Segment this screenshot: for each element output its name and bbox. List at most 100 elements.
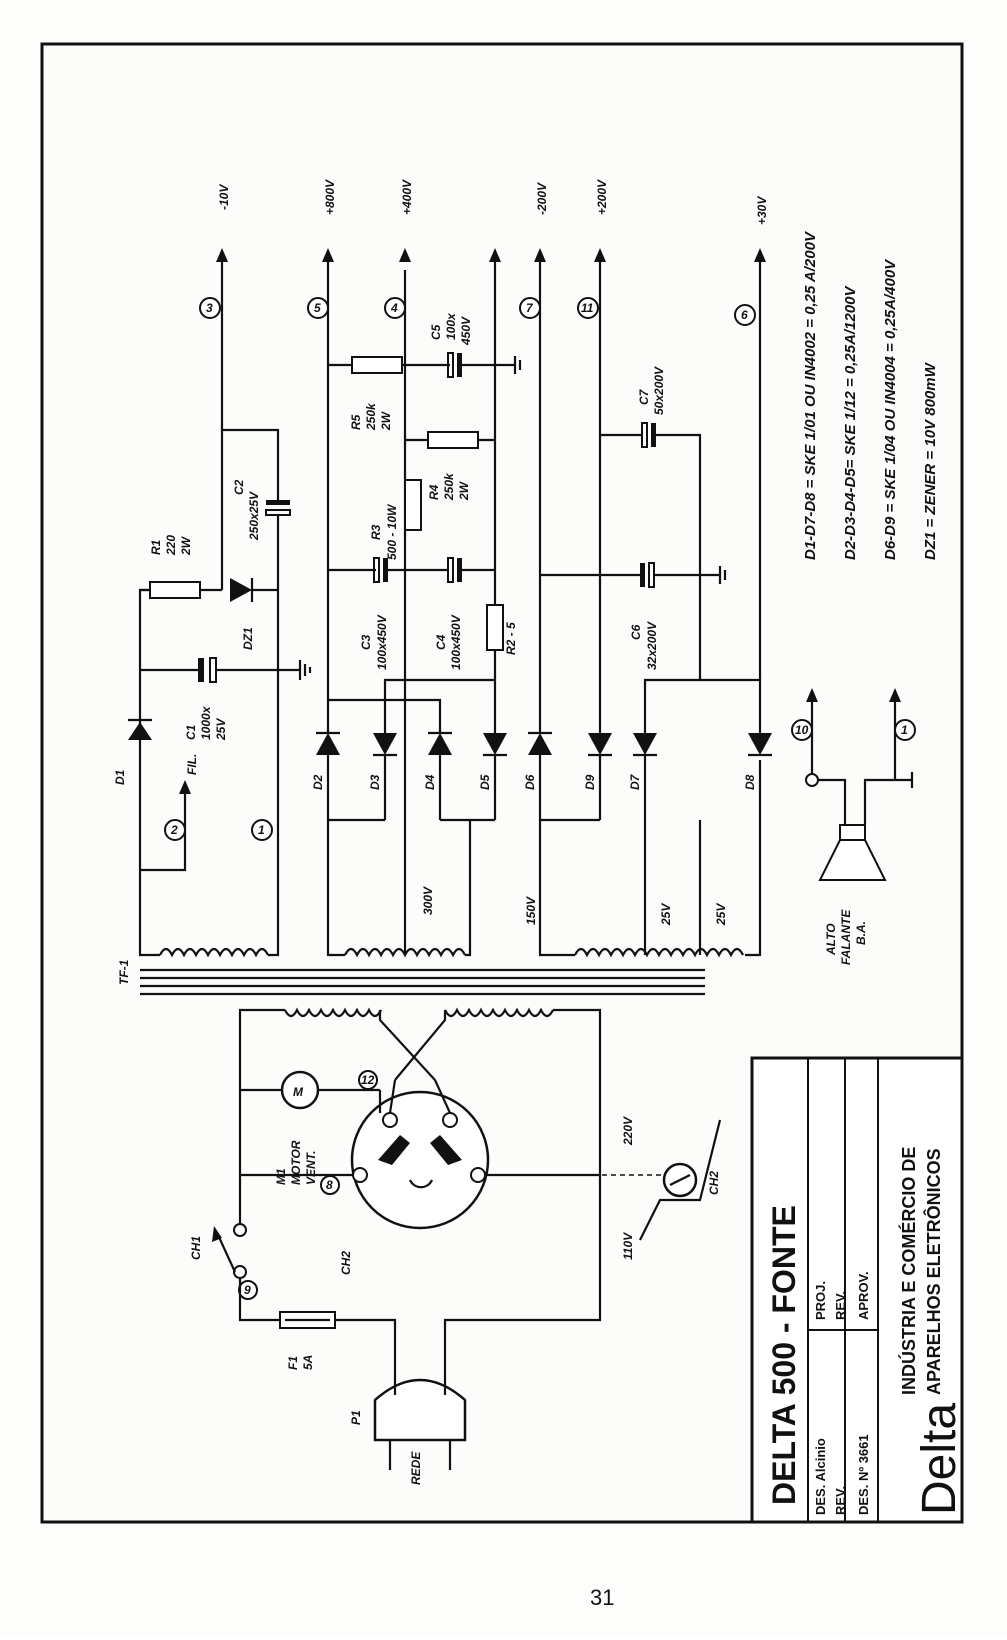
speaker-label-3: B.A. [854,921,868,945]
ch2-label: CH2 [707,1171,721,1195]
des-number: DES. Nº 3661 [856,1434,871,1515]
primary-coil-2 [444,1007,554,1018]
r3-label: R3 [369,524,383,540]
terminal-1-label: 1 [258,823,265,837]
winding-25v-b-label: 25V [714,903,728,926]
lv-section: 150V 25V 25V D6 D9 D7 D8 C6 32x200V C7 [519,179,772,957]
mains-section: M M1 MOTOR VENT. 12 8 110V 220V CH2 CH1 … [189,1008,722,1485]
d5-label: D5 [478,774,492,790]
drawing-title: DELTA 500 - FONTE [766,1205,802,1505]
dz1-label: DZ1 [241,627,255,650]
speaker-section: 10 1 ALTO FALANTE B.A. [791,688,916,965]
terminal-2 [164,819,186,841]
c1-rating: 25V [214,718,228,741]
terminal-12 [358,1070,378,1090]
output-minus200v: -200V [535,182,549,215]
c5-rating: 450V [459,316,473,346]
d2-label: D2 [311,774,325,790]
r3-value: 500 - 10W [385,503,399,560]
c5-value: 100x [444,312,458,340]
company-line-1: INDÚSTRIA E COMÉRCIO DE [898,1147,919,1395]
output-minus10v: -10V [217,184,231,210]
terminal-3-label: 3 [206,301,213,315]
terminal-8 [320,1175,340,1195]
terminal-4-label: 4 [390,301,398,315]
r4-rating: 2W [457,480,471,501]
fil-label: FIL. [185,754,199,775]
winding-filament [159,947,269,958]
terminal-12-label: 12 [361,1073,375,1087]
resistor-r3 [404,479,422,531]
brand-logo: Delta [913,1403,966,1515]
note-2: D2-D3-D4-D5= SKE 1/12 = 0,25A/1200V [842,285,859,560]
c2-label: C2 [232,479,246,495]
terminal-5 [307,297,329,319]
winding-300v-label: 300V [421,886,435,915]
ch1-label: CH1 [189,1236,203,1260]
note-4: DZ1 = ZENER = 10V 800mW [922,361,939,560]
resistor-r5 [351,356,403,374]
d6-label: D6 [523,774,537,790]
terminal-6-label: 6 [741,308,748,322]
tf1-label: TF-1 [117,959,131,985]
primary-coil-1 [284,1007,382,1018]
d4-label: D4 [423,774,437,790]
resistor-r2 [486,604,504,651]
m1-label: M1 [274,1168,288,1185]
terminal-3 [199,297,221,319]
m1-desc1: MOTOR [289,1140,303,1185]
r5-label: R5 [349,414,363,430]
d8-label: D8 [743,774,757,790]
winding-150v-label: 150V [524,896,538,925]
c3-label: C3 [359,634,373,650]
ch2-b-label: CH2 [339,1251,353,1275]
diode-d1-symbol [128,722,152,740]
notes-block: D1-D7-D8 = SKE 1/01 OU IN4002 = 0,25 A/2… [802,230,939,560]
terminal-11-label: 11 [581,301,594,315]
speaker-label-1: ALTO [824,923,838,956]
switch-110v-label: 110V [621,1232,635,1260]
transformer-tf1: TF-1 [117,947,744,1018]
m1-desc2: VENT. [304,1151,318,1185]
c3-value: 100x450V [375,614,389,670]
rede-label: REDE [409,1451,423,1485]
proj-label: PROJ. [813,1281,828,1320]
resistor-r4 [427,431,479,449]
c1-label: C1 [184,724,198,740]
f1-value: 5A [301,1355,315,1370]
d9-label: D9 [583,774,597,790]
des-label: DES. Alcinio [813,1438,828,1515]
hv-section: 300V D2 D3 D4 D5 C3 100x450V C4 100x450V [307,179,522,957]
terminal-1 [251,819,273,841]
c1-value: 1000x [199,705,213,740]
filament-section: D1 2 FIL. 1 C1 1000x 25V R1 220 2W [113,184,312,957]
r1-rating: 2W [179,535,193,556]
rev2-label: REV. [833,1291,848,1320]
terminal-9-label: 9 [244,1283,251,1297]
voltage-selector-disc [350,1090,490,1230]
resistor-r1 [149,581,201,599]
r2-label: R2 - 5 [504,622,518,655]
terminal-10-label: 10 [795,723,809,737]
switch-220v-label: 220V [621,1116,635,1146]
output-plus400v: +400V [400,179,414,215]
d3-label: D3 [368,774,382,790]
terminal-5-label: 5 [314,301,321,315]
d7-label: D7 [628,773,642,790]
f1-label: F1 [286,1356,300,1370]
terminal-7-label: 7 [526,301,534,315]
page-number: 31 [590,1585,614,1610]
c6-value: 32x200V [645,621,659,670]
d1-label: D1 [113,769,127,785]
rev-label: REV. [833,1486,848,1515]
terminal-1b [894,719,916,741]
terminal-6 [734,304,756,326]
ground-symbol [278,660,312,680]
terminal-4 [384,297,406,319]
speaker-label-2: FALANTE [839,909,853,965]
terminal-7 [519,297,541,319]
p1-label: P1 [349,1410,363,1425]
note-3: D6-D9 = SKE 1/04 OU IN4004 = 0,25A/400V [882,258,899,560]
